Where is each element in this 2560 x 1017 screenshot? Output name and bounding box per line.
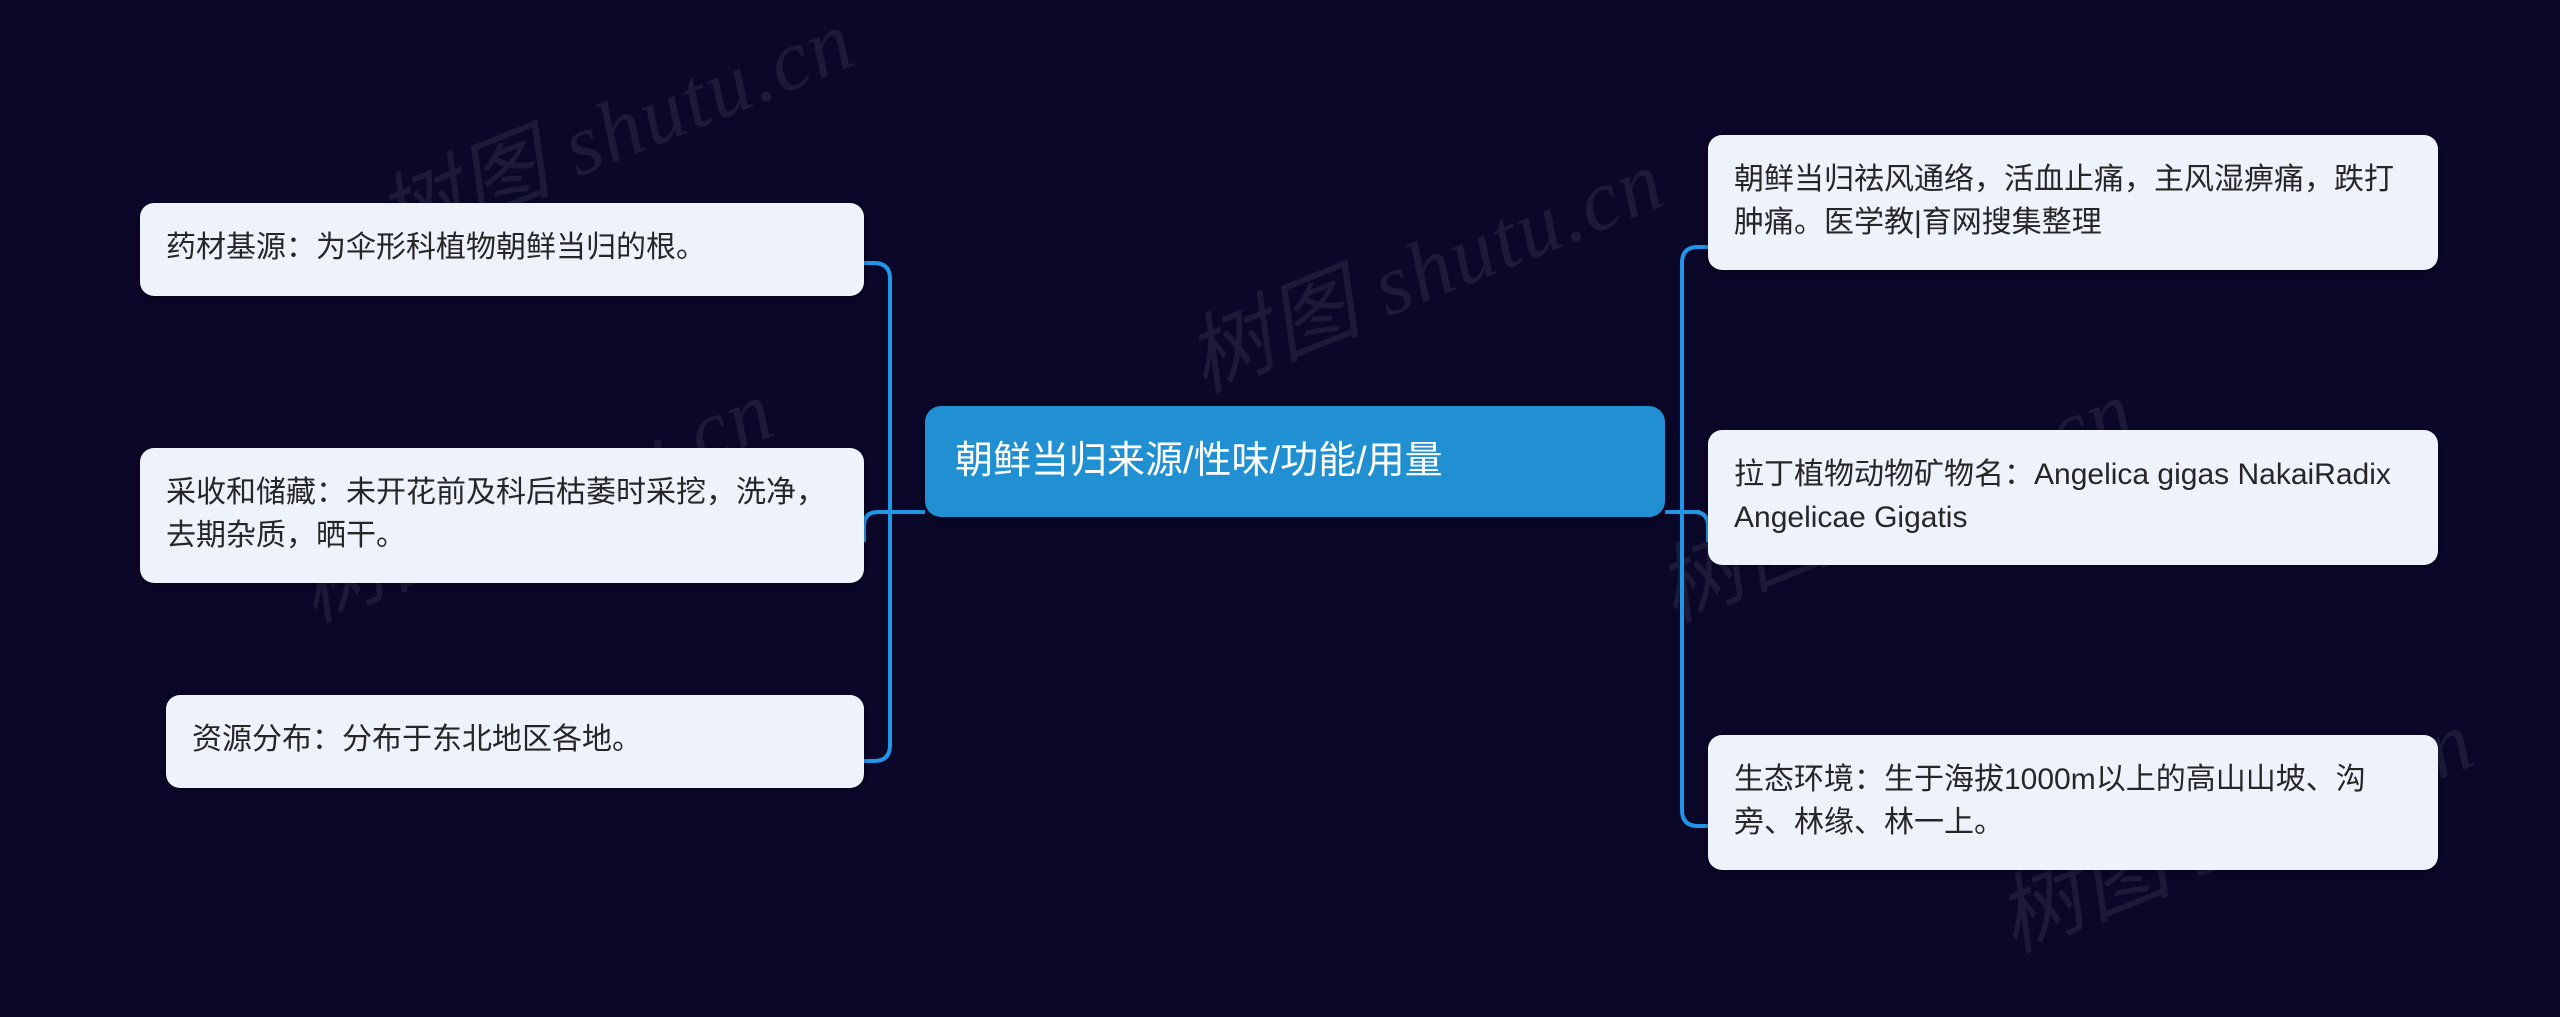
connector-right-trunk [1680,245,1708,828]
connector-left-trunk [864,261,892,763]
mindmap-node-right-1[interactable]: 拉丁植物动物矿物名：Angelica gigas NakaiRadix Ange… [1708,430,2438,566]
mindmap-node-left-2[interactable]: 资源分布：分布于东北地区各地。 [166,695,864,788]
mindmap-node-left-0[interactable]: 药材基源：为伞形科植物朝鲜当归的根。 [140,203,864,296]
mindmap-node-left-1[interactable]: 采收和储藏：未开花前及科后枯萎时采挖，洗净，去期杂质，晒干。 [140,448,864,584]
watermark-text: 树图 shutu.cn [1173,131,1678,410]
mindmap-node-right-2[interactable]: 生态环境：生于海拔1000m以上的高山山坡、沟旁、林缘、林一上。 [1708,735,2438,871]
mindmap-node-right-0[interactable]: 朝鲜当归祛风通络，活血止痛，主风湿痹痛，跌打肿痛。医学教|育网搜集整理 [1708,135,2438,271]
mindmap-root-node[interactable]: 朝鲜当归来源/性味/功能/用量 [925,406,1665,518]
